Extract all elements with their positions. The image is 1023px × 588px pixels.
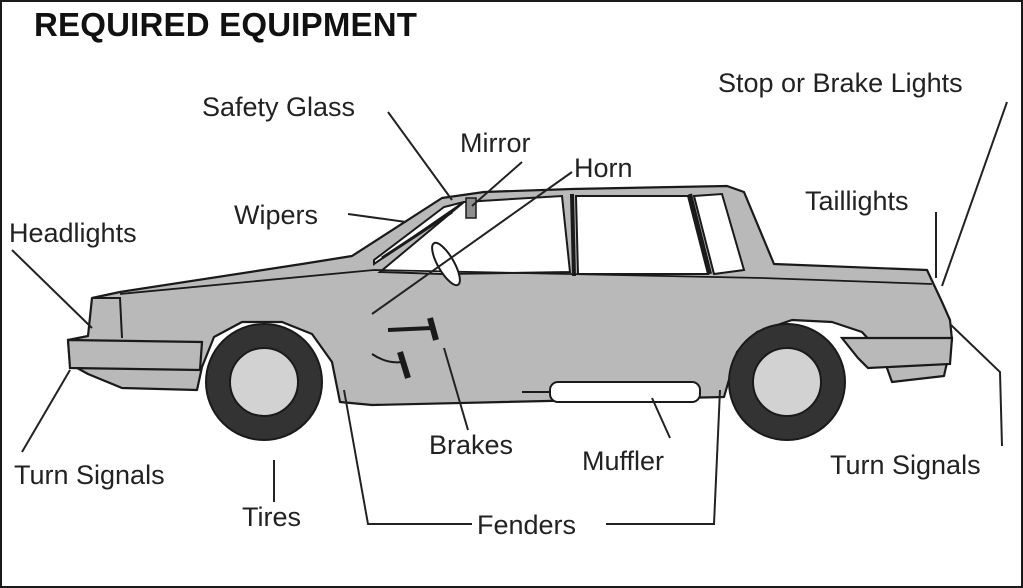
- label-mirror: Mirror: [460, 128, 531, 158]
- label-brakes: Brakes: [429, 430, 514, 460]
- leader-horn: [371, 171, 573, 315]
- diagram-title: REQUIRED EQUIPMENT: [34, 6, 418, 43]
- label-tires: Tires: [242, 502, 301, 532]
- label-turn-signals-front: Turn Signals: [14, 460, 165, 490]
- label-taillights: Taillights: [805, 186, 909, 216]
- label-wipers: Wipers: [234, 200, 319, 230]
- leader-safety-glass: [387, 111, 453, 201]
- leader-muffler: [651, 397, 671, 439]
- brake-pedal-arm: [427, 317, 439, 341]
- rear-window: [692, 192, 746, 276]
- leader-fenders: [343, 389, 721, 525]
- leader-brakes: [443, 347, 469, 431]
- headlight-housing: [92, 297, 123, 339]
- leader-wipers: [347, 213, 407, 223]
- leader-lines: [11, 101, 1008, 525]
- label-safety-glass: Safety Glass: [202, 92, 356, 122]
- rear-bumper: [839, 336, 954, 370]
- leader-turn-signals-rear: [949, 323, 1003, 447]
- front-window: [574, 195, 710, 275]
- pedal-curve: [371, 353, 403, 364]
- wiper-arm: [381, 210, 453, 260]
- muffler-pipe: [549, 381, 701, 403]
- brake-pedal: [387, 326, 433, 332]
- clutch-pedal-arm: [397, 351, 411, 379]
- c-pillar: [688, 193, 712, 275]
- label-turn-signals-rear: Turn Signals: [830, 450, 981, 480]
- front-bumper: [66, 338, 204, 372]
- b-pillar: [570, 193, 576, 277]
- leader-mirror: [471, 161, 523, 207]
- steering-wheel: [431, 241, 461, 287]
- leader-stop-brake-lights: [941, 101, 1008, 287]
- leader-turn-signals-front: [21, 369, 71, 453]
- mirror-body: [465, 197, 477, 219]
- label-stop-brake-lights: Stop or Brake Lights: [718, 68, 963, 98]
- leader-headlights: [11, 249, 93, 329]
- label-headlights: Headlights: [9, 218, 137, 248]
- label-horn: Horn: [574, 153, 633, 183]
- rear-hub: [752, 347, 822, 417]
- belt-line: [119, 269, 933, 295]
- front-hub: [229, 347, 299, 417]
- label-fenders: Fenders: [477, 510, 577, 540]
- label-muffler: Muffler: [582, 446, 665, 476]
